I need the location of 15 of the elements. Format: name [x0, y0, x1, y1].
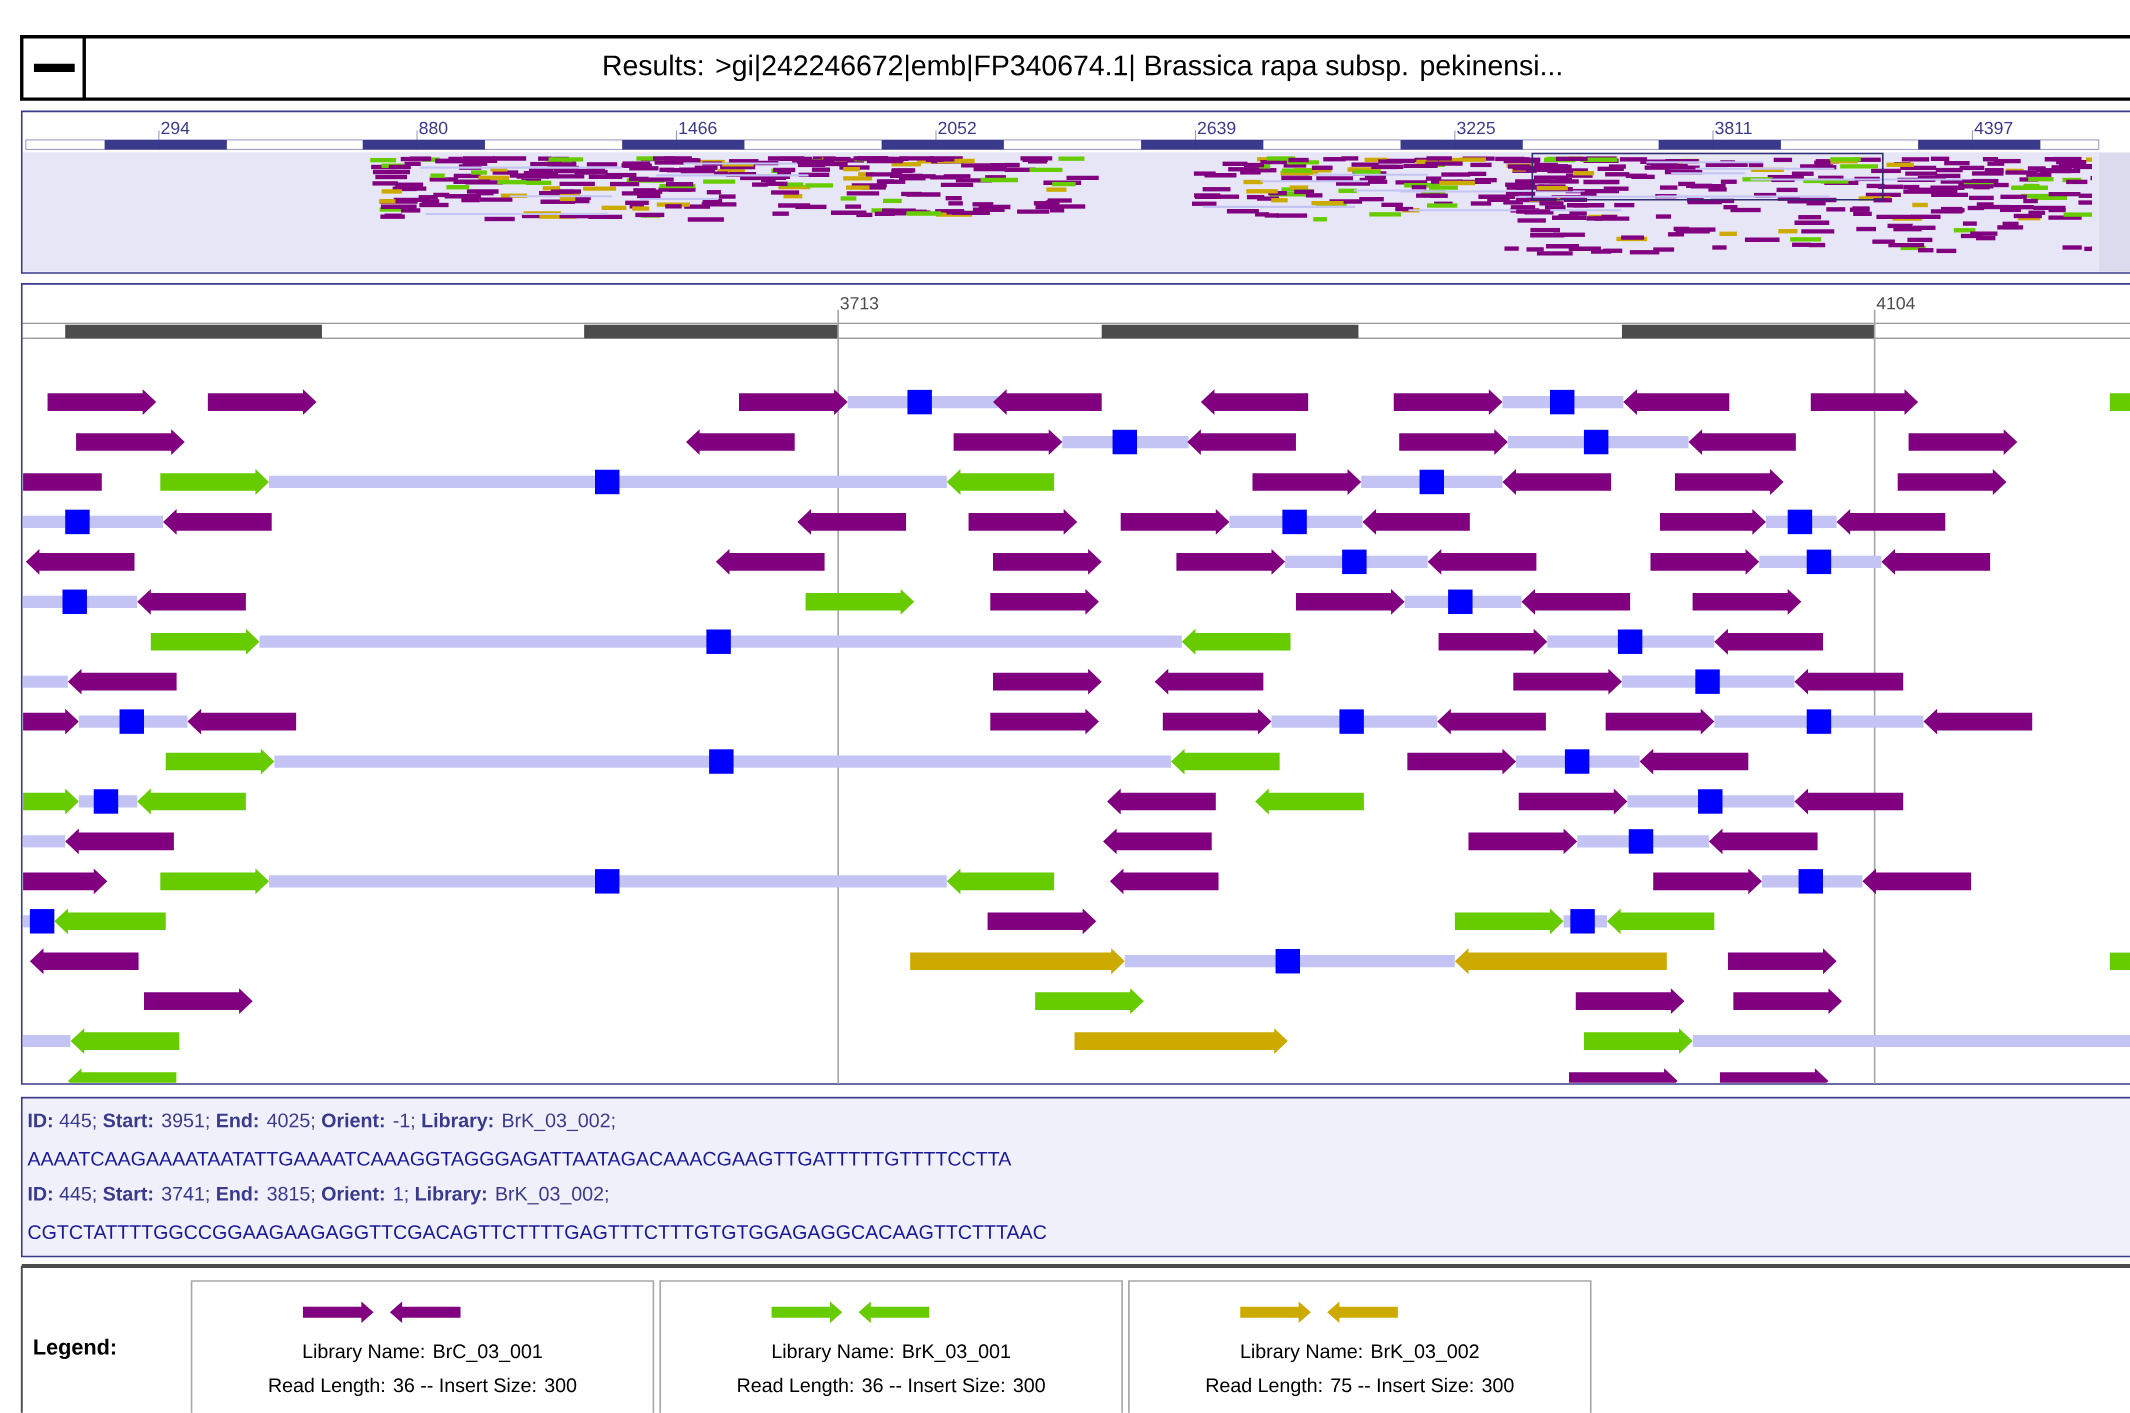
tick-label: 294: [161, 121, 190, 135]
tick-label: 3225: [1457, 121, 1495, 135]
tick-label: 2052: [938, 121, 976, 135]
title-text: Results: >gi|242246672|emb|FP340674.1| Brassica rapa subsp. pekinensi...: [604, 54, 1561, 82]
tick-label: 3811: [1715, 121, 1752, 135]
info-panel: ID: 445; Start: 3951; End: 4025; Orient: -1; Library: BrK_03_002; AAAATCAAGAAAATAATATTGAAAATCAAAGGTAGGGAGATTAATAGACAAACGAAGTTGATTTTTGTTTTCCTTA ID: 445; Start: 3741; End: 3815; Orient: 1; Library: BrK_03_002; CGTCTATTTTGGCCGGAAGAAGAGGTTCGACAGTTCTTTTGAGTTTCTTTGTGTGGAGAGGCACAAGTTCTTTAAC: [20, 1096, 2130, 1258]
tick-label: 3713: [840, 297, 879, 310]
tick-label: 4397: [1974, 121, 2013, 135]
legend-box: Library Name: BrC_03_001 Read Length: 36 -- Insert Size: 300: [190, 1280, 655, 1413]
tick-label: 4104: [1876, 297, 1915, 310]
legend-box: Library Name: BrK_03_002 Read Length: 75 -- Insert Size: 300: [1128, 1280, 1592, 1413]
tick-label: 880: [419, 121, 448, 135]
legend-box: Library Name: BrK_03_001 Read Length: 36 -- Insert Size: 300: [659, 1280, 1123, 1413]
tick-label: 1466: [679, 121, 717, 135]
tick-label: 2639: [1197, 121, 1236, 135]
